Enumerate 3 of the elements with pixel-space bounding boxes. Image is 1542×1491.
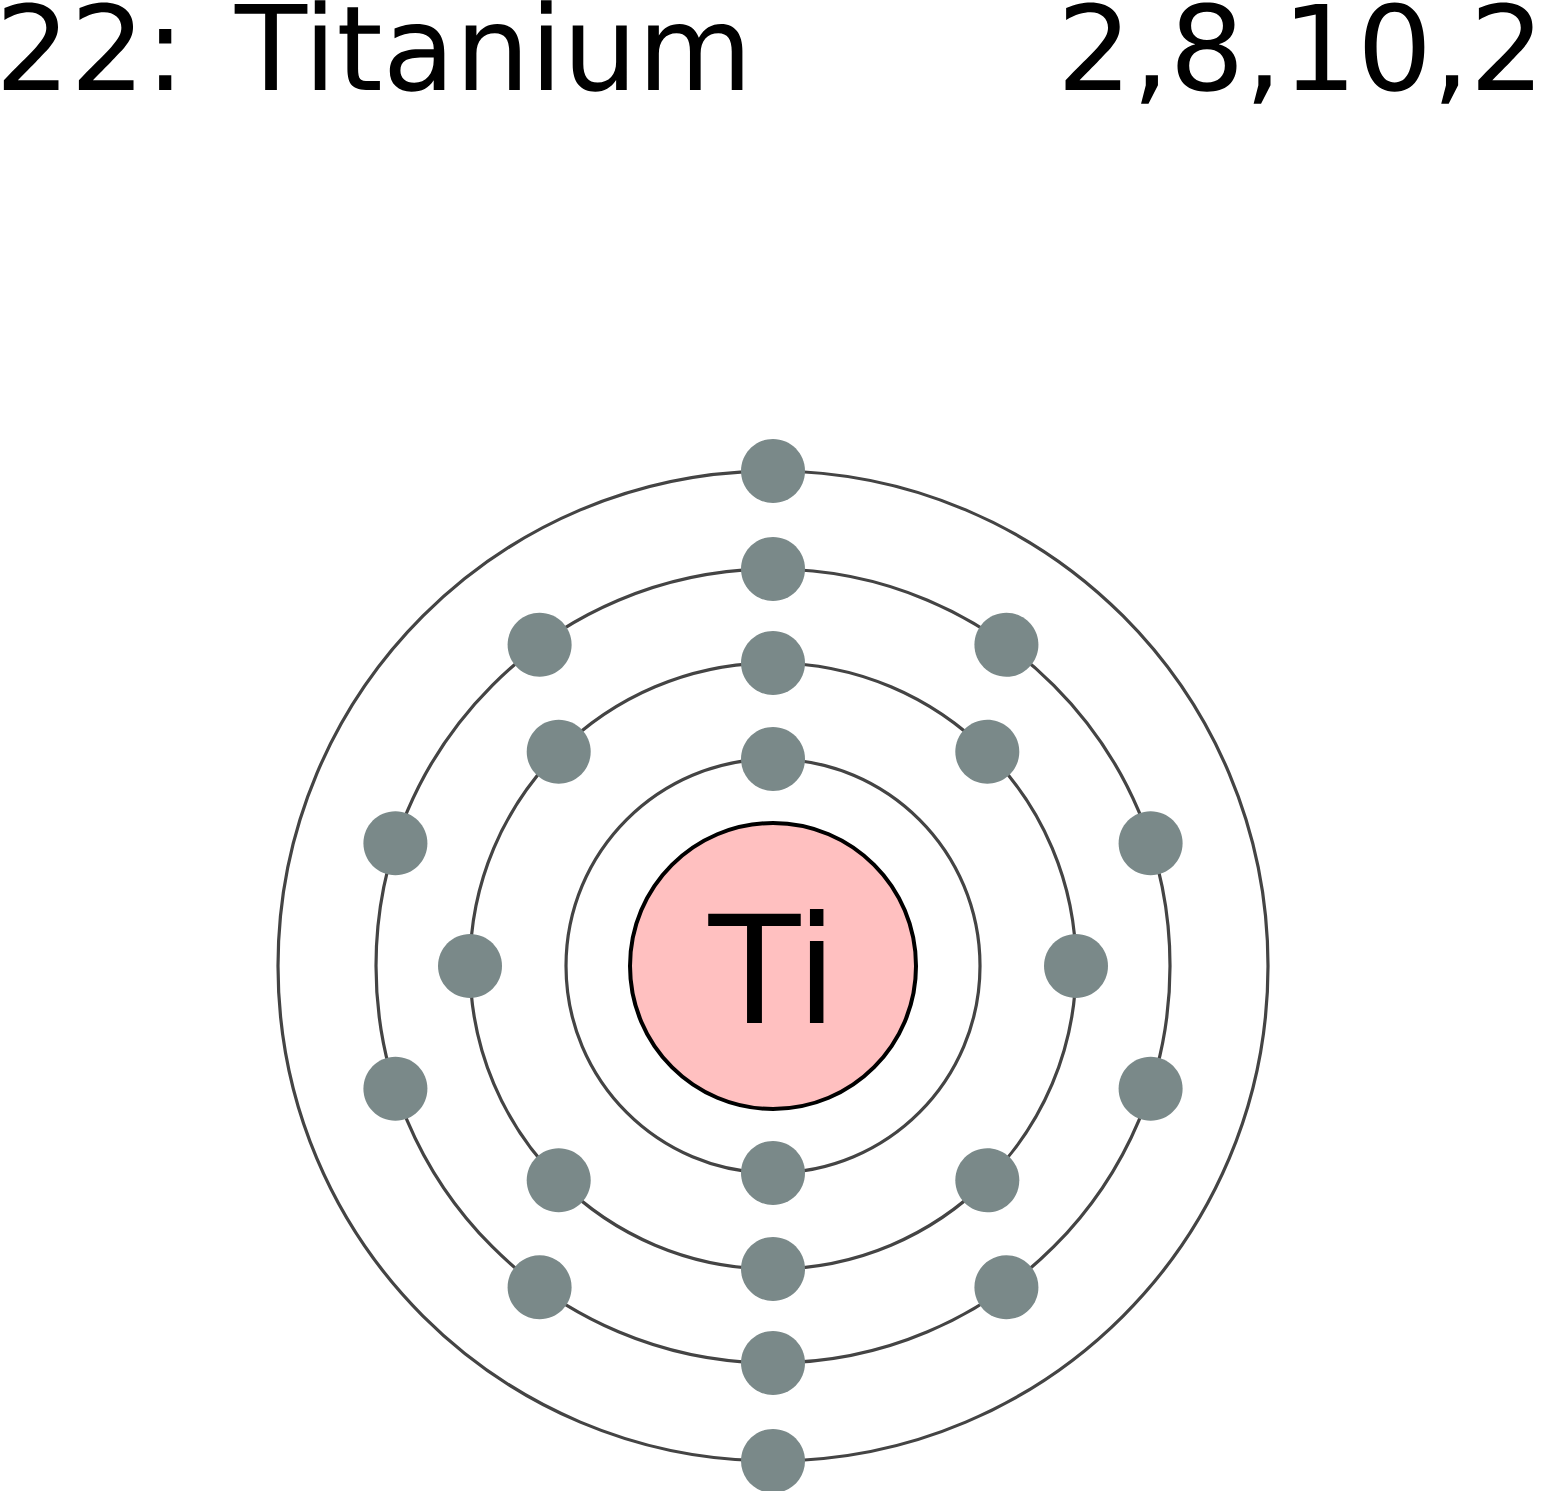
heading-text: 2,8,10,2 [1065, 2, 1533, 104]
nucleus: Ti [628, 821, 918, 1111]
heading-text: 22: Titanium [3, 0, 743, 92]
